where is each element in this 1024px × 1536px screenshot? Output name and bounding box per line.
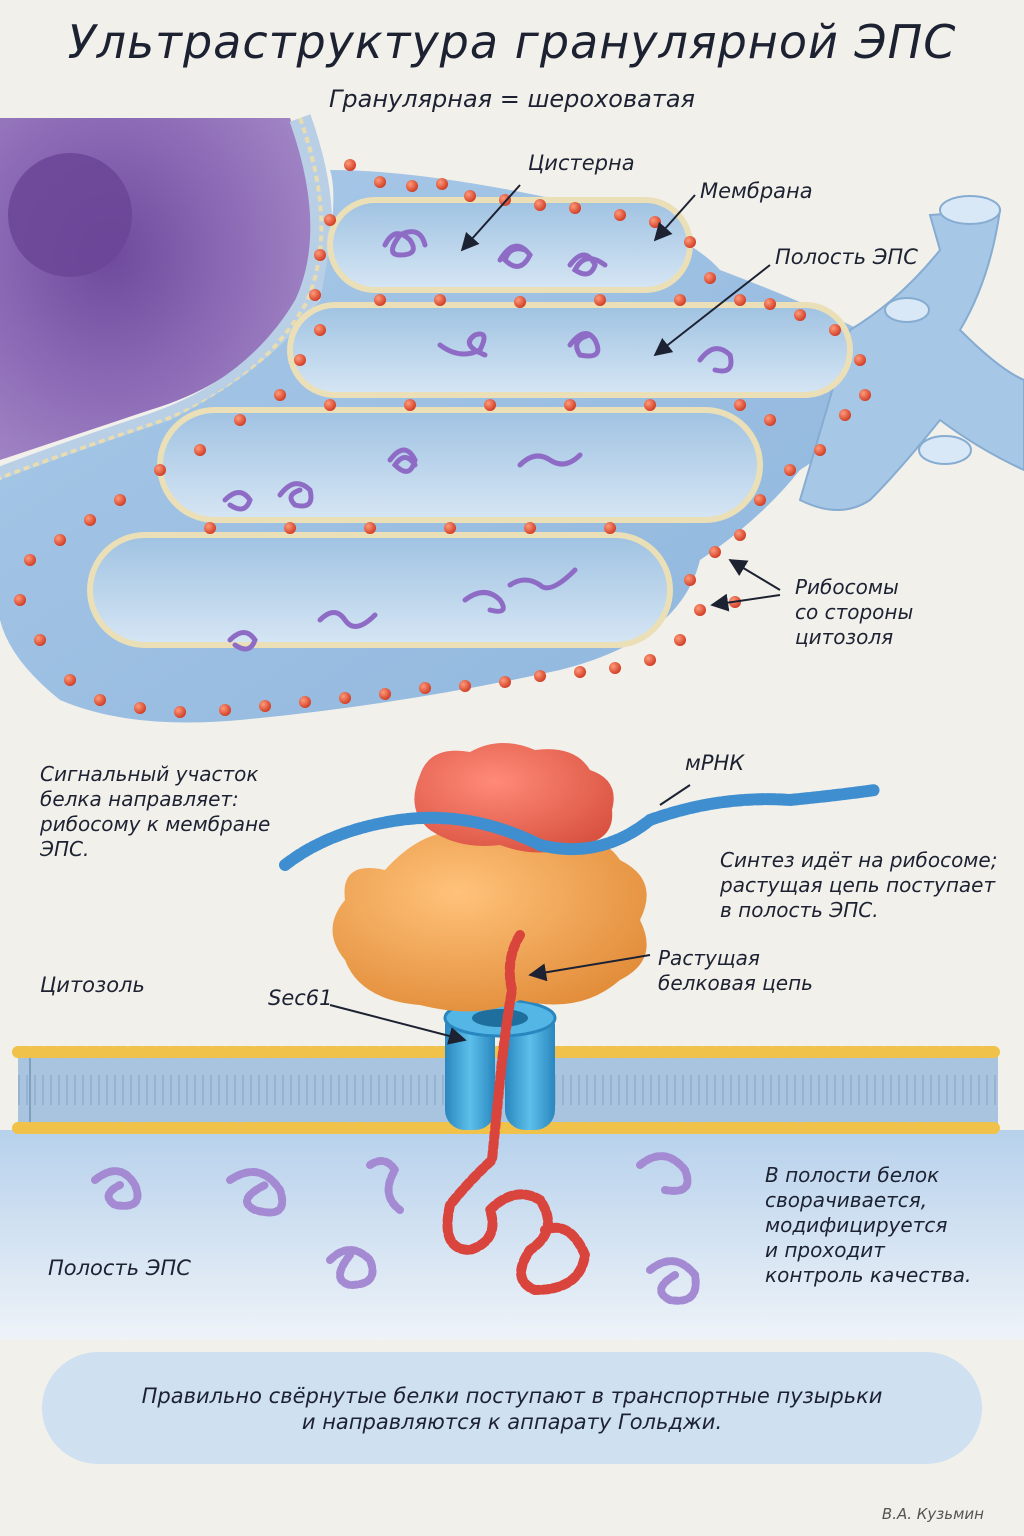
label-membrane: Мембрана bbox=[700, 179, 813, 203]
label-sec61: Sec61 bbox=[268, 986, 333, 1010]
peptide-chain bbox=[442, 930, 591, 1296]
sec61-channel bbox=[443, 998, 557, 1130]
er-ribosomes bbox=[14, 159, 871, 718]
page-title: Ультраструктура гранулярной ЭПС bbox=[67, 15, 957, 69]
label-ribosomes: Рибосомы со стороны цитозоля bbox=[795, 575, 914, 649]
note-synthesis: Синтез идёт на рибосоме; растущая цепь п… bbox=[720, 848, 998, 922]
note-signal: Сигнальный участок белка направляет: риб… bbox=[40, 762, 271, 861]
label-arrows bbox=[329, 184, 781, 1045]
label-cytosol: Цитозоль bbox=[40, 973, 145, 997]
er-tubules bbox=[798, 195, 1024, 511]
cisterna-4 bbox=[87, 532, 673, 648]
lumen-proteins bbox=[222, 229, 734, 652]
label-er-cavity-bottom: Полость ЭПС bbox=[48, 1256, 191, 1280]
label-cisterna: Цистерна bbox=[528, 151, 635, 175]
label-growing-chain: Растущая белковая цепь bbox=[658, 946, 813, 995]
lumen-bottom bbox=[0, 1130, 1024, 1340]
note-folding: В полости белок сворачивается, модифицир… bbox=[765, 1163, 972, 1287]
author-signature: В.А. Кузьмин bbox=[881, 1505, 984, 1523]
ribosome-large-subunit bbox=[332, 829, 647, 1012]
lumen-proteins-bottom bbox=[91, 1152, 700, 1305]
footer-banner bbox=[42, 1352, 982, 1464]
label-er-cavity-top: Полость ЭПС bbox=[775, 245, 918, 269]
cisterna-2 bbox=[287, 302, 853, 398]
page-subtitle: Гранулярная = шероховатая bbox=[329, 85, 695, 113]
footer-text: Правильно свёрнутые белки поступают в тр… bbox=[141, 1384, 883, 1435]
label-mrna: мРНК bbox=[685, 751, 745, 775]
nucleolus bbox=[8, 153, 132, 277]
mrna-strand bbox=[279, 784, 881, 871]
